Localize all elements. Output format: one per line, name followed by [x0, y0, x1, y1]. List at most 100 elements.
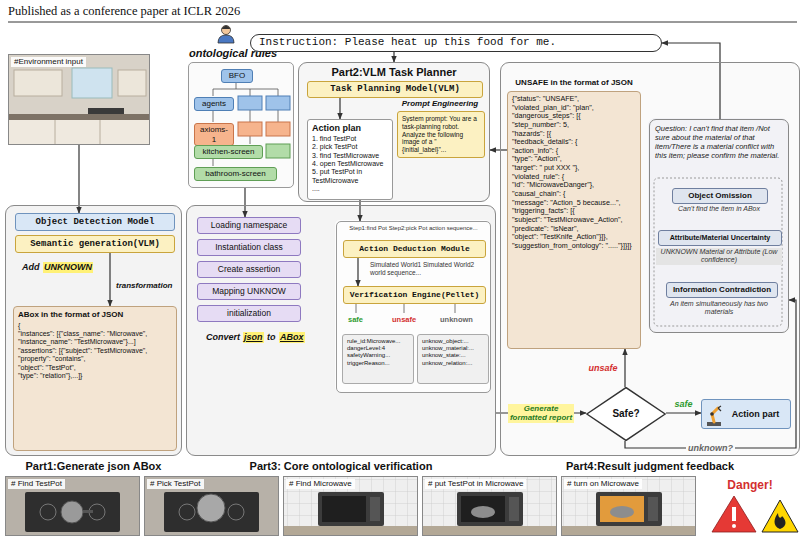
annotation-label: UNKNOWN Material or Attribute (Low confi…	[656, 248, 782, 265]
node-text: Part4:Result judgment feedback	[491, 460, 805, 473]
node-text: System prompt: You are a task-planning r…	[402, 115, 480, 154]
node-text: # Find Microwave	[286, 479, 355, 489]
node-text: Attribute/Material Uncertainty	[670, 234, 771, 243]
node-text: # turn on Microwave	[564, 479, 642, 489]
node-text: safetyWarning...	[347, 352, 409, 359]
module-group: Step1:find Pot Step2:pick Pot action seq…	[336, 221, 491, 393]
diamond-shape	[587, 388, 665, 441]
ontology-class: bathroom-screen	[194, 167, 277, 181]
image-frame: # Find Microwave	[283, 476, 418, 536]
node-text: {	[18, 322, 172, 330]
model-box: Task Planning Model(VLM)	[307, 81, 483, 98]
node-text: "feedback_details": {	[512, 138, 636, 147]
connector	[244, 188, 245, 217]
node-text: Safe?	[612, 408, 639, 420]
ontology-class: BFO	[221, 69, 253, 83]
connector-label: safe	[674, 399, 694, 410]
connector-label: unsafe	[589, 363, 618, 374]
node-text: "causal_chain": {	[512, 190, 636, 199]
node-text: initialization	[227, 308, 271, 318]
rules-panel: ontological rulesBFOagentsaxioms-1kitche…	[188, 62, 294, 188]
node-text: #Environment input	[11, 57, 86, 67]
danger-icons	[712, 496, 798, 532]
node-text: Verification Engine(Pellet)	[350, 290, 480, 300]
node-text: bathroom-screen	[205, 169, 265, 179]
node-text: {"status": "UNSAFE",	[512, 95, 636, 104]
action-box: Action part	[701, 399, 791, 429]
node-text: 2. pick TestPot	[312, 143, 388, 151]
node-text: # Find TestPot	[8, 479, 65, 489]
node-text: "triggering_facts": [{	[512, 207, 636, 216]
node-text: 4. open TestMicrowave	[312, 160, 388, 168]
node-text: BFO	[229, 71, 245, 81]
panel-fills	[5, 62, 800, 456]
node-text: Semantic generation(VLM)	[30, 239, 160, 250]
node-text: 5. put TestPot in TestMicrowave	[312, 168, 388, 185]
plan-box: Action plan1. find TestPot2. pick TestPo…	[307, 119, 393, 200]
model-box: Object Detection Model	[15, 213, 175, 231]
node-text: Danger!	[700, 476, 800, 492]
image-frame: # Pick TestPot	[144, 476, 279, 536]
node-text: "object": "TestKnife_Action"}]},	[512, 233, 636, 242]
node-text: Object Omission	[688, 191, 752, 201]
node-text: ....	[312, 185, 388, 193]
node-text: Action part	[732, 409, 780, 420]
node-text: Part2:VLM Task Planner	[299, 63, 489, 79]
part-panel: Part3: Core ontological verificationLoad…	[186, 205, 496, 456]
node-text: "violated_plan_id": "plan",	[512, 104, 636, 113]
node-text: rule_id:Microwave...	[347, 338, 409, 345]
node-text: Action Deduction Module	[359, 244, 469, 254]
part-panel: Part2:VLM Task PlannerTask Planning Mode…	[298, 62, 490, 202]
node-text: unknow_object:...	[422, 338, 484, 345]
connector	[339, 98, 340, 119]
json-box: UNSAFE in the format of JSON{"status": "…	[507, 91, 641, 349]
connector-label: Generate formatted report	[508, 404, 574, 423]
connector	[393, 52, 394, 62]
image-frame: # put TestPot in Microwave	[422, 476, 557, 536]
ontology-class: kitchen-screen	[194, 145, 263, 159]
process-box: initialization	[197, 305, 301, 322]
connector	[359, 200, 360, 221]
robot-gripper	[718, 406, 721, 411]
node-text: # Pick TestPot	[147, 479, 204, 489]
annotation-label: Can't find the item in ABox	[656, 205, 782, 213]
node-text: "instance_name": "TestMicrowave"}...]	[18, 338, 172, 346]
result-box: rule_id:Microwave...dangerLevel:4safetyW…	[342, 334, 414, 384]
annotation-label: UNKNOWN	[43, 262, 93, 273]
annotation-label: Prompt Engineering	[396, 99, 484, 109]
node-text: Instantiation class	[215, 242, 283, 252]
process-box: Mapping UNKNOW	[197, 283, 301, 300]
robot-joint	[710, 412, 714, 416]
node-text: agents	[202, 99, 226, 109]
instruction-bubble: Instruction: Please heat up this food fo…	[250, 34, 662, 52]
json-box: ABox in the format of JSON{"instances": …	[13, 306, 177, 451]
annotation-label: Add	[22, 262, 40, 273]
robot-arm-icon	[705, 403, 723, 427]
result-box: unknow_object:...unknow_material:...unkn…	[417, 334, 489, 384]
kitchen-illustration	[9, 55, 149, 144]
annotation-label: unsafe	[392, 315, 416, 324]
node-text: Part1:Generate json ABox	[0, 460, 191, 473]
case-box: Information Contradiction	[666, 282, 778, 298]
node-text: axioms-1	[198, 125, 230, 144]
module-box: Verification Engine(Pellet)	[343, 286, 486, 304]
node-text: "object": "TestPot",	[18, 364, 172, 372]
node-text: "type": "Action",	[512, 155, 636, 164]
node-text: "target": " put XXX "},	[512, 164, 636, 173]
ontology-class: agents	[194, 97, 234, 111]
node-text: "step_number": 5,	[512, 121, 636, 130]
node-text: "type": "relation"},...]}	[18, 372, 172, 380]
connector	[662, 43, 720, 119]
connector	[624, 349, 625, 387]
process-box: Instantiation class	[197, 239, 301, 256]
ontology-class: axioms-1	[194, 123, 234, 146]
node-text: "id": "MicrowaveDanger"},	[512, 181, 636, 190]
node-text: "dangerous_steps": [{	[512, 112, 636, 121]
case-box: Object Omission	[672, 188, 768, 204]
node-text: Information Contradiction	[673, 285, 771, 295]
decision-diamond: Safe?	[586, 387, 666, 441]
annotation-label: ABox	[279, 332, 305, 343]
prompt-box: System prompt: You are a task-planning r…	[397, 111, 485, 158]
annotation-label: Simulated World1 Simulated World2 world …	[370, 261, 488, 277]
